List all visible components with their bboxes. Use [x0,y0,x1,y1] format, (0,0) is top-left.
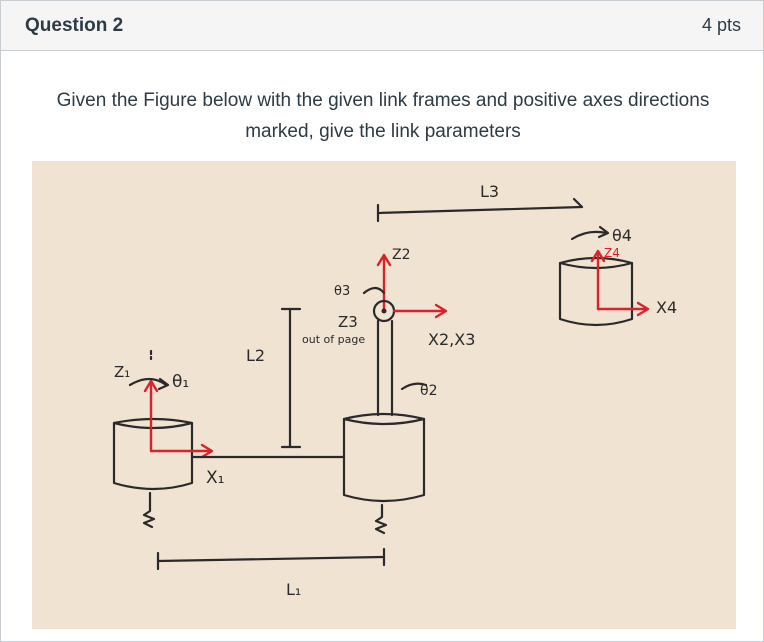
l3-label: L3 [480,182,499,201]
joint4-cylinder [558,256,634,327]
theta2-arrow [400,382,428,391]
z2-label: Z2 [392,247,411,263]
link2-column [376,319,394,417]
question-points: 4 pts [701,15,741,35]
theta3-label: θ3 [334,284,350,299]
z1-label: Z₁ [114,363,130,381]
joint1-cylinder [112,417,194,529]
theta4-label: θ4 [612,226,632,245]
z3-note: out of page [302,333,365,346]
l2-dimension [280,307,302,449]
l3-dimension [376,197,584,223]
joint1-frame [128,349,214,459]
question-title: Question 2 [25,14,124,36]
x1-label: X₁ [206,468,224,488]
theta2-label: θ2 [420,383,437,399]
question-header: Question 2 4 pts [1,1,763,51]
l1-label: L₁ [286,580,301,599]
theta3-arrow [362,286,386,295]
l2-label: L2 [246,346,265,365]
robot-arm-sketch: Z₁ θ₁ X₁ L₁ L2 [112,182,677,599]
theta1-label: θ₁ [172,372,189,392]
x2-x3-label: X2,X3 [428,330,475,349]
joint4-frame [570,225,650,317]
joint2-cylinder [342,412,426,535]
z3-label: Z3 [338,313,358,331]
robot-arm-figure: Z₁ θ₁ X₁ L₁ L2 [32,161,736,629]
z4-label: Z4 [604,246,620,260]
x4-label: X4 [656,298,677,317]
question-text: Given the Figure below with the given li… [56,90,710,142]
l1-dimension [156,547,386,571]
